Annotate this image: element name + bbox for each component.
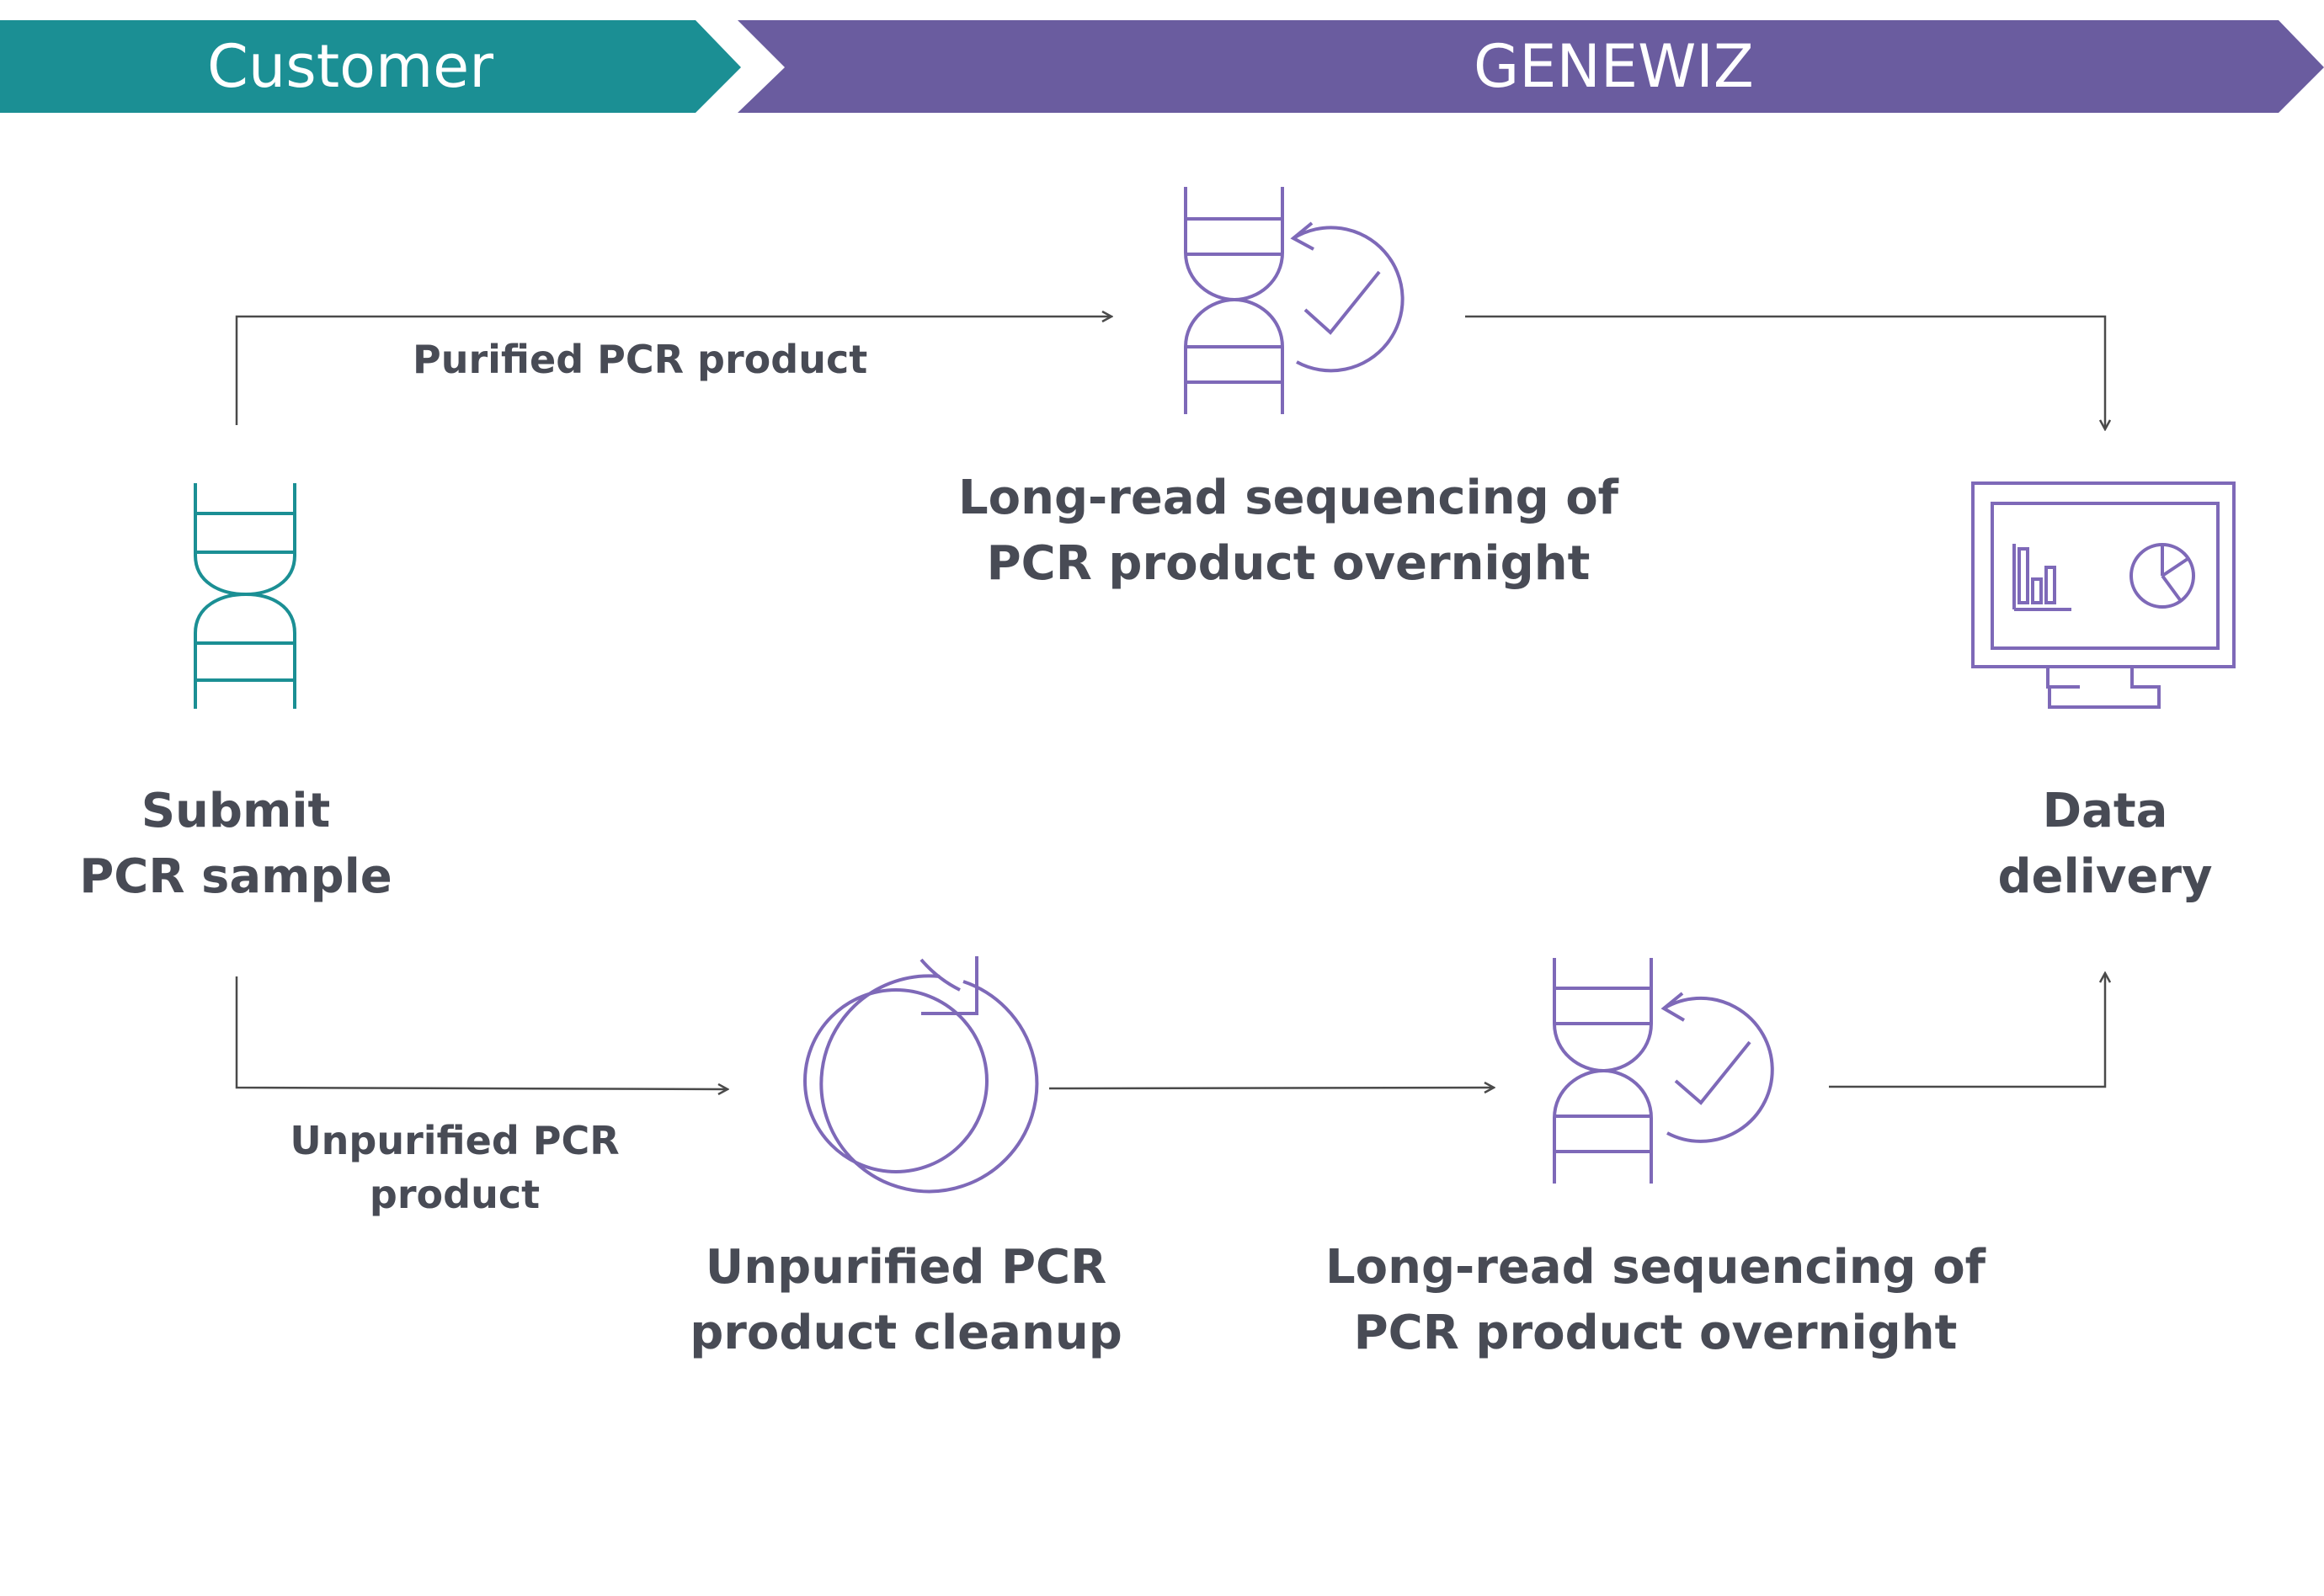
- node-label-sequencing-bottom-line2: PCR product overnight: [1353, 1306, 1958, 1360]
- node-label-submit: Submit PCR sample: [34, 788, 438, 901]
- refresh-circle-icon: [803, 956, 1039, 1194]
- dna-icon: [194, 483, 296, 709]
- node-label-sequencing-top: Long-read sequencing of PCR product over…: [935, 475, 1642, 588]
- edge-label-unpurified-line2: product: [369, 1172, 541, 1217]
- customer-band: [0, 20, 741, 113]
- node-label-submit-line1: Submit: [141, 784, 331, 838]
- dna-check-icon-top: [1184, 187, 1405, 414]
- node-label-data-delivery: Data delivery: [1937, 788, 2273, 901]
- monitor-chart-icon: [1971, 481, 2236, 709]
- node-label-cleanup-line2: product cleanup: [690, 1306, 1122, 1360]
- edge-label-unpurified: Unpurified PCR product: [286, 1121, 623, 1214]
- dna-check-icon-bottom: [1553, 958, 1774, 1184]
- node-label-sequencing-bottom-line1: Long-read sequencing of: [1325, 1240, 1986, 1295]
- customer-band-label: Customer: [207, 32, 494, 101]
- connector-sequencing-top-to-data: [1465, 315, 2105, 429]
- node-label-data-delivery-line2: delivery: [1997, 849, 2213, 904]
- edge-label-purified: Purified PCR product: [413, 337, 868, 382]
- connector-submit-to-cleanup: [235, 976, 728, 1089]
- node-label-sequencing-top-line2: PCR product overnight: [986, 536, 1591, 591]
- node-label-cleanup-line1: Unpurified PCR: [705, 1240, 1107, 1295]
- edge-label-unpurified-line1: Unpurified PCR: [290, 1118, 620, 1163]
- genewiz-band-label: GENEWIZ: [1474, 32, 1754, 101]
- node-label-sequencing-top-line1: Long-read sequencing of: [957, 471, 1619, 525]
- genewiz-band: [738, 20, 2324, 113]
- connector-submit-to-sequencing-top: [235, 317, 1111, 425]
- node-label-data-delivery-line1: Data: [2042, 784, 2168, 838]
- node-label-submit-line2: PCR sample: [79, 849, 392, 904]
- connector-sequencing-bottom-to-data: [1829, 973, 2105, 1088]
- node-label-sequencing-bottom: Long-read sequencing of PCR product over…: [1302, 1244, 2009, 1357]
- node-label-cleanup: Unpurified PCR product cleanup: [653, 1244, 1159, 1357]
